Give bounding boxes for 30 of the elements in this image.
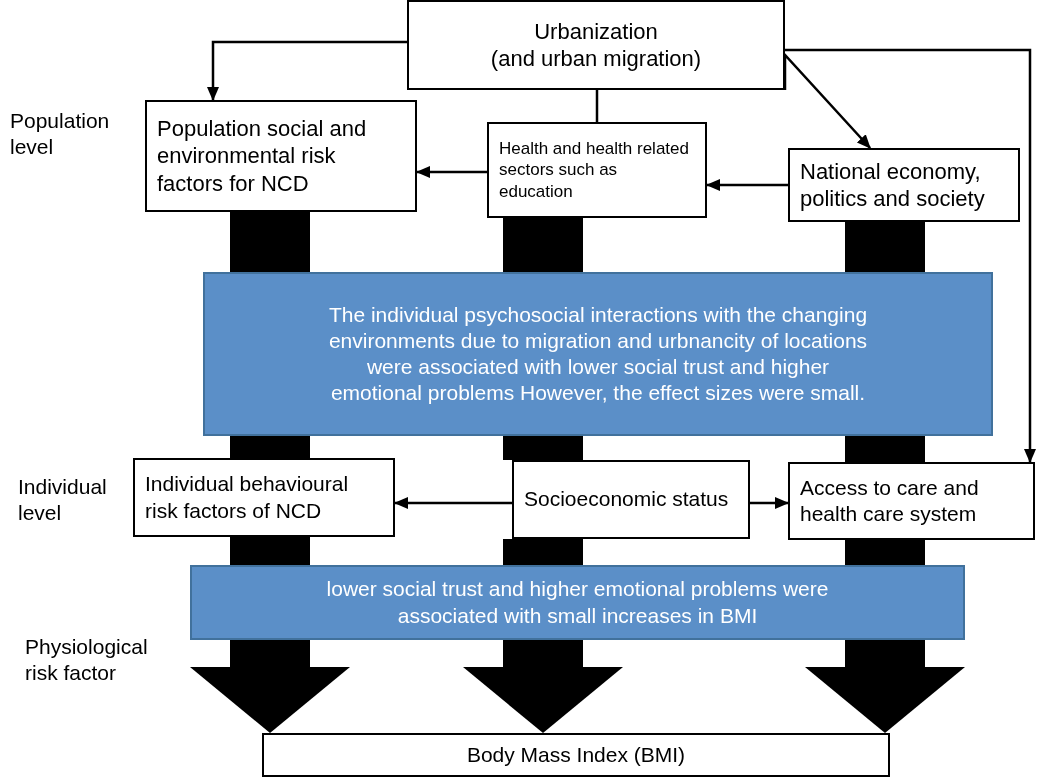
finding-band [203,272,993,436]
node-text: Socioeconomic status [524,486,730,513]
level-label: Physiological risk factor [25,634,149,687]
node-text: Population social and environmental risk factors for NCD [157,114,368,198]
arrow [394,497,512,509]
arrow [785,48,1036,463]
process-box [487,122,707,218]
process-box [788,148,1020,222]
process-box [512,460,750,539]
process-box [133,458,395,537]
process-box [145,100,417,212]
arrow [207,40,407,101]
process-box [262,733,890,777]
finding-band [190,565,965,640]
node-text: Access to care and health care system [800,474,980,527]
node-text: (and urban migration) [489,45,703,73]
node-text: Individual behavioural risk factors of NCD [145,471,350,524]
level-label: Population level [10,108,111,161]
arrow [416,166,487,178]
node-text: Body Mass Index (BMI) [465,741,687,768]
node-text: National economy, politics and society [800,157,986,213]
arrow [706,179,788,191]
process-box [407,0,785,90]
node-text: The individual psychosocial interactions with the changing environments due to migration and urbnancity of locations were associated with lower social trust and higher emotional problems However, the effect sizes were small. [328,301,868,407]
node-text: lower social trust and higher emotional problems were associated with small increases in BMI [325,576,830,629]
arrow [750,497,789,509]
level-label: Individual level [18,474,108,527]
node-text: Health and health related sectors such as education [499,138,690,202]
process-box [788,462,1035,540]
node-text: Urbanization [533,17,659,45]
